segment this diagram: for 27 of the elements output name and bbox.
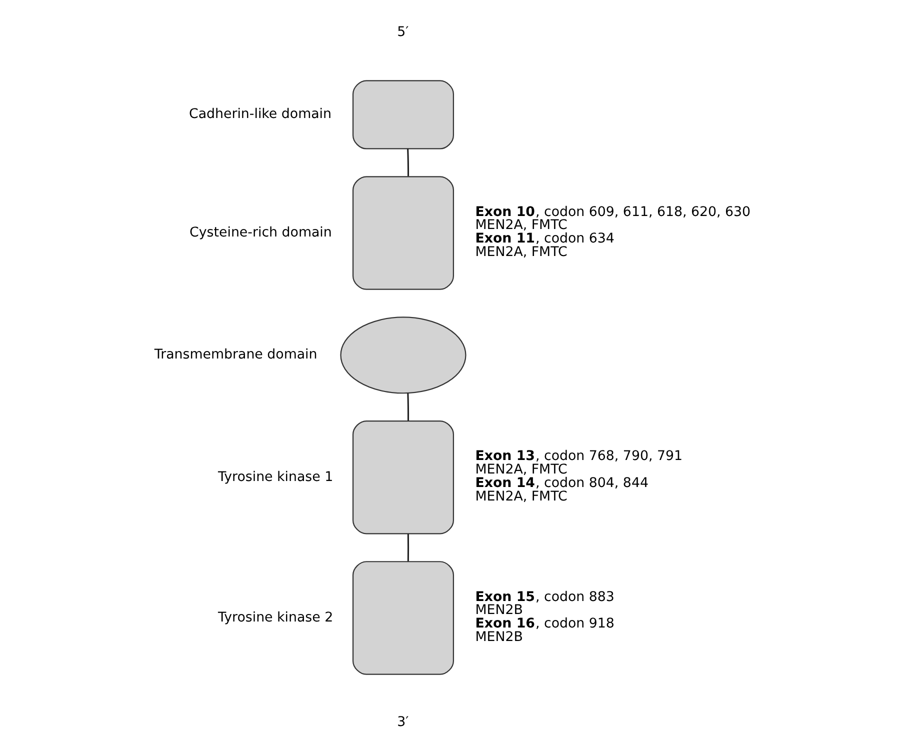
node-label: Exon 16, codon 918 bbox=[475, 616, 614, 632]
node-box bbox=[352, 561, 454, 675]
node-box bbox=[352, 80, 454, 150]
connector bbox=[407, 534, 410, 562]
connector bbox=[407, 393, 410, 421]
node-label: Exon 11, codon 634 bbox=[475, 232, 614, 247]
node-label: Exon 10, codon 609, 611, 618, 620, 630 bbox=[475, 204, 751, 220]
label: 3′ bbox=[397, 714, 409, 730]
node-label: Cadherin-like domain bbox=[188, 107, 332, 122]
node-label: MEN2B bbox=[475, 630, 523, 645]
node-label: Transmembrane domain bbox=[154, 348, 318, 363]
label: 5′ bbox=[397, 25, 409, 40]
node-label: Exon 15, codon 883 bbox=[475, 590, 614, 605]
node-label: MEN2A, FMTC bbox=[475, 244, 568, 260]
node-label: MEN2A, FMTC bbox=[475, 489, 568, 504]
node-label: MEN2A, FMTC bbox=[475, 462, 568, 478]
node-box bbox=[352, 420, 454, 534]
node-label: Exon 14, codon 804, 844 bbox=[475, 476, 648, 491]
connector bbox=[407, 148, 410, 176]
node-ellipse bbox=[340, 316, 466, 394]
node-label: Tyrosine kinase 1 bbox=[218, 470, 334, 485]
node-label: MEN2B bbox=[475, 603, 523, 618]
node-label: Tyrosine kinase 2 bbox=[218, 610, 334, 626]
node-box bbox=[352, 176, 454, 290]
node-label: MEN2A, FMTC bbox=[475, 218, 568, 234]
node-label: Exon 13, codon 768, 790, 791 bbox=[475, 449, 683, 464]
node-label: Cysteine-rich domain bbox=[190, 225, 332, 240]
